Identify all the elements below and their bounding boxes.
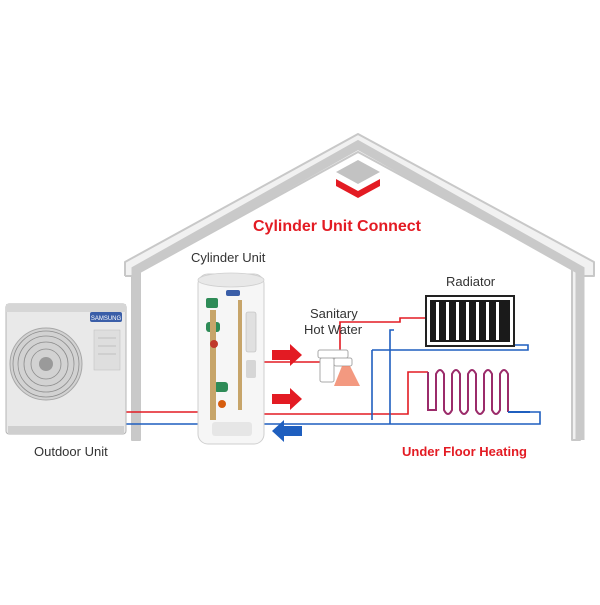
cylinder-unit-label: Cylinder Unit <box>191 250 266 265</box>
arrow-right-icon-2 <box>272 388 302 410</box>
layers-logo-icon <box>336 160 380 198</box>
diagram-title: Cylinder Unit Connect <box>253 218 422 235</box>
faucet-icon <box>317 349 360 386</box>
cylinder-unit <box>197 272 265 445</box>
underfloor-coil <box>427 369 509 415</box>
underfloor-label: Under Floor Heating <box>402 444 527 459</box>
arrow-right-icon <box>272 344 302 366</box>
radiator-icon <box>425 295 515 347</box>
brand-text: SAMSUNG <box>91 316 122 322</box>
house-roof-line <box>131 139 585 440</box>
fan-icon <box>9 327 83 401</box>
brand-badge <box>90 312 122 322</box>
return-pipes <box>120 329 541 425</box>
sanitary-label-line1: Sanitary <box>310 306 358 321</box>
arrow-left-icon <box>272 420 302 442</box>
sanitary-label-line2: Hot Water <box>304 322 363 337</box>
radiator-label: Radiator <box>446 274 496 289</box>
outdoor-unit: SAMSUNG <box>5 303 127 435</box>
outdoor-unit-label: Outdoor Unit <box>34 444 108 459</box>
